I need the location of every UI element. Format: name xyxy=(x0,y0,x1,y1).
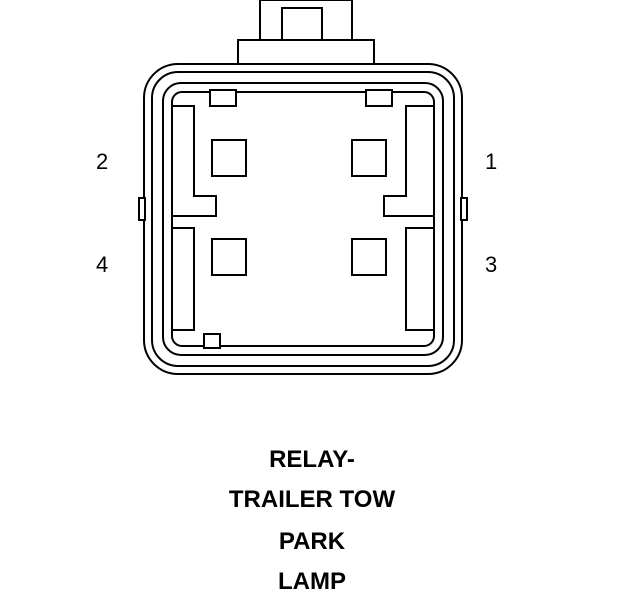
housing-inner xyxy=(162,82,444,356)
cavity-wall xyxy=(171,91,435,347)
terminal-guide-lower-right xyxy=(405,227,434,331)
top-nub-left xyxy=(209,89,237,107)
pin-label-4: 4 xyxy=(96,252,109,277)
terminal-cavity-pin-3 xyxy=(351,238,387,276)
terminal-guide-lower-left xyxy=(172,227,195,331)
pin-label-1: 1 xyxy=(485,149,498,174)
terminal-guide-upper-right xyxy=(383,105,434,217)
terminal-cavity-pin-1 xyxy=(351,139,387,177)
terminal-cavity-pin-4 xyxy=(211,238,247,276)
caption-line-4: LAMP xyxy=(278,568,346,595)
side-nub-left xyxy=(138,197,146,221)
bottom-nub xyxy=(203,333,221,349)
pin-label-2: 2 xyxy=(96,149,109,174)
caption-line-3: PARK xyxy=(278,528,346,555)
housing-ring xyxy=(151,71,455,367)
housing-outer xyxy=(143,63,463,375)
pin-label-3: 3 xyxy=(485,252,498,277)
terminal-guide-upper-left xyxy=(172,105,217,217)
terminal-cavity-pin-2 xyxy=(211,139,247,177)
relay-connector-diagram xyxy=(138,0,468,375)
caption-line-2: TRAILER TOW xyxy=(228,486,396,513)
locking-tab xyxy=(237,0,375,67)
top-nub-right xyxy=(365,89,393,107)
side-nub-right xyxy=(460,197,468,221)
caption-line-1: RELAY- xyxy=(269,446,355,473)
